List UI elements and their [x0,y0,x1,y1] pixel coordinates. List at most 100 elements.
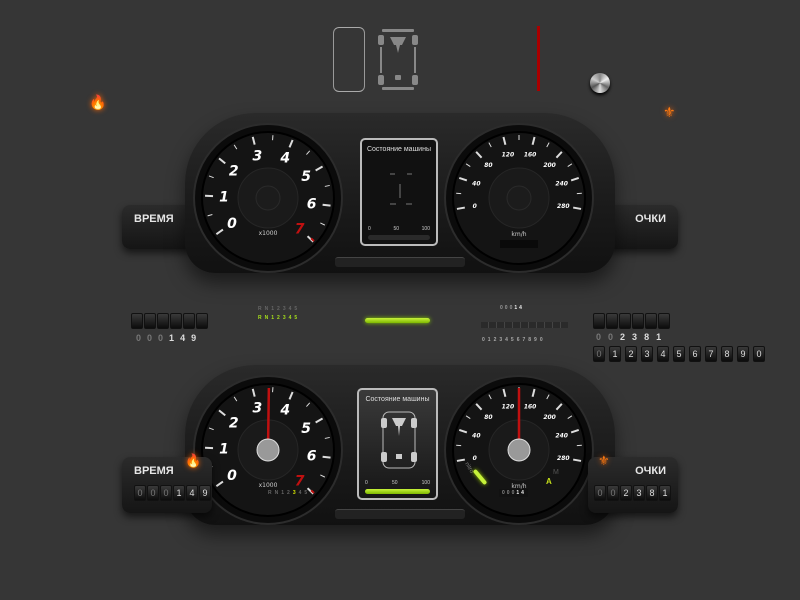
gauge-label: 160 [524,151,537,158]
gauge-tick [288,391,294,400]
scale-min: 0 [368,226,371,232]
gauge-label: 0 [473,455,477,462]
score-label: ОЧКИ [635,465,666,477]
gauge-label: 200 [543,162,556,169]
metal-knob-icon [590,73,610,93]
screen-title: Состояние машины [366,146,431,153]
gauge-label: 1 [219,441,229,457]
gauge-unit: x1000 [259,230,278,237]
gauge-label: 40 [472,433,480,440]
gauge-tick [488,394,492,400]
gauge-label: 6 [307,448,317,464]
gauge-label: 2 [229,163,239,179]
gauge-tick [456,206,466,210]
gauge-label: 80 [484,414,492,421]
mini-blank-tiles [481,322,568,328]
gauge-label: 2 [229,415,239,431]
gauge-label: 120 [502,151,515,158]
gauge-tick [251,136,256,145]
gauge-label: 80 [484,162,492,169]
gauge-label: 3 [252,400,262,416]
car-chassis-icon [378,29,418,90]
gauge-needle-cap [256,438,280,462]
gauge-tick [465,163,471,167]
gauge-tick [456,458,466,462]
scale-max: 100 [421,480,430,486]
gauge-tick [567,415,573,419]
gauge-label: 200 [543,414,556,421]
gauge-tick [322,203,331,207]
gauge-unit: km/h [511,483,526,490]
time-label: ВРЕМЯ [134,213,174,225]
gauge-tick [315,165,324,172]
gauge-label: 0 [227,468,237,484]
gauge-unit: km/h [511,231,526,238]
gauge-tick [218,409,226,417]
gauge-tick [233,144,238,150]
gauge-label: 40 [472,181,480,188]
nitro-bottle-icon: ⚜ [598,453,610,468]
gauge-unit: x1000 [259,482,278,489]
gauge-label: 120 [502,403,515,410]
gauge-tick [570,176,580,182]
gauge-tick [502,388,507,397]
time-blank-tiles [131,313,208,329]
gauge-label: 0 [473,203,477,210]
time-label: ВРЕМЯ [134,465,174,477]
gauge-tick [572,206,582,210]
score-label: ОЧКИ [635,213,666,225]
mode-manual: M [553,469,559,476]
gauge-label: 5 [301,421,311,437]
gauge-tick [572,458,582,462]
scale-min: 0 [365,480,368,486]
gauge-tick [322,455,331,459]
gauge-tick [208,175,214,179]
speedometer: 0 40 80 120 160 200 240 280 km/h [444,123,594,273]
gauge-label: 6 [307,196,317,212]
needle-sprite [537,26,540,91]
gauge-tick [207,213,213,217]
gauge-center-cap [506,185,532,211]
gauge-tick [531,388,536,397]
gauge-tick [570,428,580,434]
gauge-tick [531,136,536,145]
gauge-tick [320,222,326,226]
gauge-tick [315,417,324,424]
gauge-label: 4 [279,150,290,166]
health-bar-sprite [365,318,430,323]
gauge-label: 240 [555,181,568,188]
gauge-label: 280 [557,203,570,210]
gauge-tick [320,474,326,478]
car-status-placeholder [390,173,412,205]
gauge-tick [215,228,224,235]
gauge-tick [324,436,330,439]
scale-mid: 50 [391,480,398,486]
car-chassis-icon [381,411,417,469]
flame-icon: 🔥 [89,94,107,110]
gauge-tick [458,428,468,434]
gauge-tick [288,139,294,148]
gauge-label: 280 [557,455,570,462]
gauge-label: 3 [252,148,262,164]
gauge-label: 240 [555,433,568,440]
gauge-tick [475,151,483,159]
gauge-tick [475,403,483,411]
scale-max: 100 [421,226,430,232]
flame-icon: 🔥 [185,453,202,468]
gauge-label: 7 [295,474,305,490]
gauge-tick [306,402,311,407]
